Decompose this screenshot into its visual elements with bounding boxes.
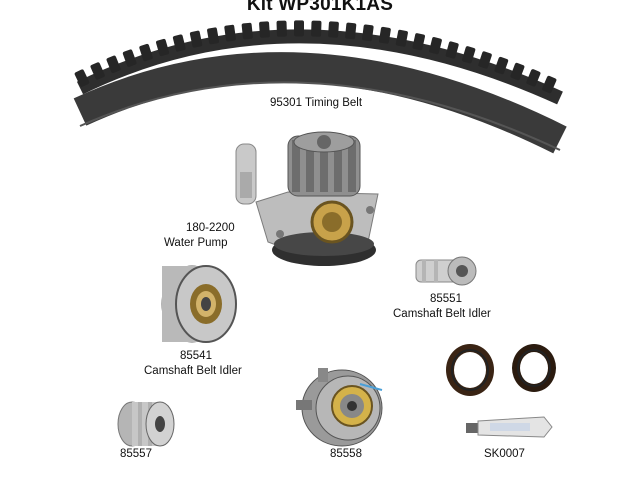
belt-tooth — [378, 26, 391, 44]
belt-tooth — [139, 43, 153, 62]
belt-tooth — [311, 20, 322, 37]
belt-tooth — [429, 37, 442, 55]
belt-tooth — [510, 62, 525, 81]
sealant-tube-number: SK0007 — [484, 448, 525, 460]
belt-tooth — [207, 27, 220, 45]
belt-tooth — [106, 55, 121, 73]
belt-tooth — [294, 20, 305, 37]
belt-tooth — [395, 29, 408, 47]
belt-tooth — [526, 69, 541, 87]
belt-tooth — [189, 30, 203, 48]
belt-tooth — [412, 33, 425, 51]
sealant-tube-image — [466, 416, 553, 438]
belt-tooth — [276, 20, 287, 37]
belt-tooth — [259, 21, 270, 38]
belt-tooth — [542, 75, 557, 94]
belt-tooth — [462, 46, 476, 64]
idler-85557-image — [117, 401, 175, 447]
idler-85557-number: 85557 — [120, 448, 152, 460]
belt-tooth — [241, 22, 253, 40]
belt-tooth — [345, 22, 357, 40]
belt-tooth — [122, 49, 137, 67]
belt-tooth — [478, 51, 492, 69]
belt-tooth — [494, 56, 509, 75]
seals-image — [446, 344, 556, 396]
kit-title: Kit WP301K1AS — [246, 0, 394, 15]
idler-85541-name: Camshaft Belt Idler — [144, 365, 242, 377]
idler-85551-image — [415, 256, 477, 286]
belt-tooth — [224, 24, 236, 42]
idler-85551-number: 85551 — [430, 293, 462, 305]
belt-tooth — [172, 34, 186, 52]
water-pump-name: Water Pump — [164, 237, 228, 249]
idler-85541-number: 85541 — [180, 350, 212, 362]
timing-belt-label: 95301 Timing Belt — [270, 97, 363, 109]
belt-tooth — [362, 24, 374, 42]
idler-85551-name: Camshaft Belt Idler — [393, 308, 491, 320]
water-pump-number: 180-2200 — [186, 222, 235, 234]
belt-tooth — [328, 21, 339, 38]
belt-tooth — [156, 38, 170, 57]
tensioner-85558-number: 85558 — [330, 448, 362, 460]
belt-tooth — [74, 69, 90, 87]
belt-tooth — [90, 62, 105, 80]
tensioner-85558-image — [296, 368, 383, 447]
belt-tooth — [445, 41, 459, 59]
water-pump-image — [235, 131, 379, 266]
idler-85541-image — [161, 265, 237, 343]
